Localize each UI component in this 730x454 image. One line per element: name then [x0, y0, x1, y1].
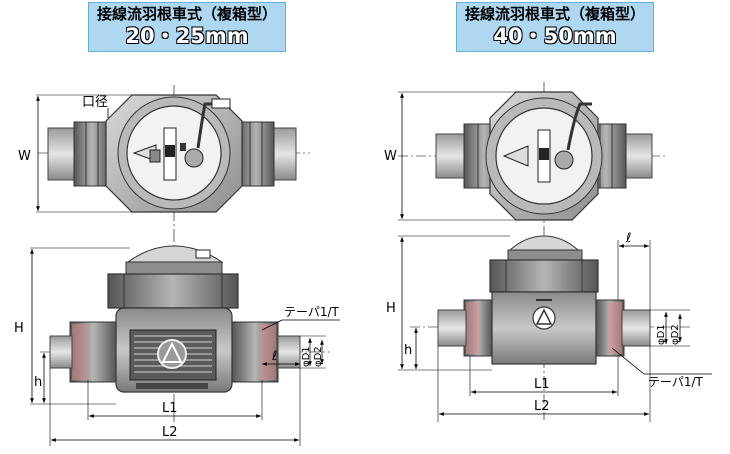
label-taper: テーパ1/T — [648, 375, 704, 389]
left-front-view: H h L1 L2 ℓ φD1 φD2 テーパ1/T — [14, 232, 340, 446]
right-top-view: W — [384, 82, 668, 232]
title-size: 40・50mm — [493, 24, 617, 48]
dim-l: ℓ — [625, 231, 631, 246]
dim-D2: φD2 — [670, 324, 681, 345]
title-japanese: 接線流羽根車式（複箱型） — [464, 5, 645, 23]
dim-L1: L1 — [162, 401, 178, 416]
dim-h: h — [34, 375, 42, 390]
dim-L1: L1 — [534, 377, 550, 392]
dim-W: W — [384, 149, 397, 164]
dim-L2: L2 — [162, 425, 178, 440]
dim-l: ℓ — [271, 349, 277, 364]
dim-W: W — [18, 149, 31, 164]
right-front-view: H h L1 L2 ℓ φD1 φD2 テーパ1/T — [386, 231, 712, 422]
dim-D1: φD1 — [301, 346, 312, 367]
dim-H: H — [386, 301, 396, 316]
label-bore: 口径 — [82, 95, 108, 110]
dim-L2: L2 — [534, 399, 550, 414]
dim-h: h — [404, 343, 412, 358]
title-size: 20・25mm — [125, 24, 249, 48]
title-japanese: 接線流羽根車式（複箱型） — [96, 5, 277, 23]
label-taper: テーパ1/T — [284, 305, 340, 319]
dim-D1: φD1 — [656, 324, 667, 345]
title-badge-20-25mm: 接線流羽根車式（複箱型） 20・25mm — [88, 2, 286, 52]
left-top-view: 口径 W — [18, 85, 310, 232]
dim-D2: φD2 — [313, 346, 324, 367]
title-badge-40-50mm: 接線流羽根車式（複箱型） 40・50mm — [456, 2, 654, 52]
dim-H: H — [14, 321, 24, 336]
